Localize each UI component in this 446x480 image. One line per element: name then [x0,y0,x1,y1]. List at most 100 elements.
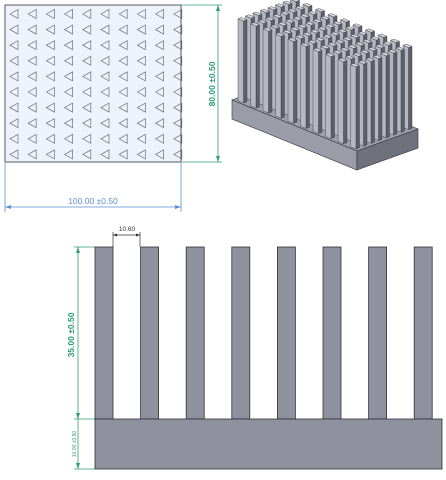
pin-triangle [136,40,146,51]
top-view: 100.00 ±0.50 80.00 ±0.50 [4,4,222,212]
iso-fin-side [385,54,390,139]
iso-fin-side [243,19,248,104]
front-fin [185,246,205,420]
iso-fin-side [268,29,273,114]
fin-spacing-dimension-label: 10.60 [119,226,136,233]
iso-fin-top [267,6,278,11]
pin-triangle [118,71,128,82]
pin-triangle [27,55,37,66]
pin-triangle [45,8,55,20]
iso-fin-top [349,34,361,39]
pin-triangle [45,40,55,51]
iso-fin-top [314,8,326,13]
width-dimension-label: 100.00 ±0.50 [68,196,118,206]
iso-fin-top [372,54,383,59]
iso-fin-side [408,46,413,130]
pin-triangle [45,71,55,82]
pin-triangle [118,102,128,113]
iso-fin-top [249,22,261,27]
iso-fin-face [287,38,294,124]
pin-triangle [63,118,73,129]
iso-fin-top [367,47,378,52]
pin-triangle [136,24,146,35]
iso-pin-fins [237,0,413,150]
iso-fin-side [293,39,298,124]
pin-triangle [82,102,92,113]
iso-fin-top [264,16,276,21]
pin-triangle [82,55,92,66]
pin-triangle [173,40,183,51]
pin-triangle [118,40,128,51]
iso-fin-side [305,44,310,129]
pin-triangle [63,133,73,144]
iso-fin-top [324,52,336,57]
iso-fin-top [307,10,318,15]
iso-fin-top [317,26,328,31]
fin-height-dimension-label: 35.00 ±0.50 [66,312,76,357]
pin-triangle [154,102,164,113]
iso-fin-top [327,42,338,47]
pin-triangle [100,71,110,82]
iso-fin-top [319,16,331,21]
pin-triangle [27,118,37,129]
pin-triangle [27,133,37,144]
iso-fin-top [291,0,301,2]
pin-triangle [100,40,110,51]
iso-fin-top [304,21,316,26]
iso-fin-top [394,46,406,51]
iso-fin-top [389,38,401,43]
front-base [94,418,443,470]
iso-fin-top [262,27,273,32]
iso-fin-face [350,64,357,150]
pin-triangle [100,102,110,113]
pin-triangle [27,40,37,51]
iso-fin-top [382,41,393,46]
pin-triangle [63,40,73,51]
iso-fin-top [352,23,363,28]
pin-triangle [154,24,164,35]
pin-triangle [82,40,92,51]
iso-fin-side [255,24,260,109]
base-thickness-dimension-label: 10.00 ±0.50 [72,431,78,458]
pin-triangle [100,55,110,66]
pin-triangle [154,133,164,144]
iso-fin-face [337,59,344,145]
pin-triangle [45,55,55,66]
front-fin [276,246,296,420]
iso-fin-face [250,23,257,109]
iso-fin-top [359,49,371,54]
iso-fin-top [282,0,293,5]
pin-triangle [100,149,110,160]
pin-triangle [100,133,110,144]
pin-triangle [118,24,128,35]
pin-triangle [173,149,183,160]
iso-fin-face [262,28,269,114]
pin-triangle [27,71,37,82]
iso-fin-top [352,52,363,57]
iso-fin-top [342,36,353,41]
iso-fin-top [297,24,308,29]
pin-triangle [45,133,55,144]
pin-triangle [173,86,183,98]
iso-fin-top [244,14,256,19]
iso-fin-side [343,60,348,145]
pin-triangle [136,133,146,144]
iso-fin-top [354,41,366,46]
iso-fin-top [257,19,268,24]
pin-triangle [63,24,73,35]
iso-fin-face [275,33,282,119]
front-fins [94,246,433,420]
pin-triangle [118,118,128,129]
iso-fin-top [279,11,291,16]
iso-fin-top [287,8,298,13]
pin-triangle [118,8,128,20]
iso-fin-top [319,45,331,50]
pin-triangle [100,8,110,20]
iso-fin-top [292,16,303,21]
pin-triangle [27,86,37,98]
pin-triangle [9,118,19,129]
pin-triangle [45,118,55,129]
iso-fin-top [269,24,281,29]
pin-triangle [82,71,92,82]
pin-triangle [63,86,73,98]
